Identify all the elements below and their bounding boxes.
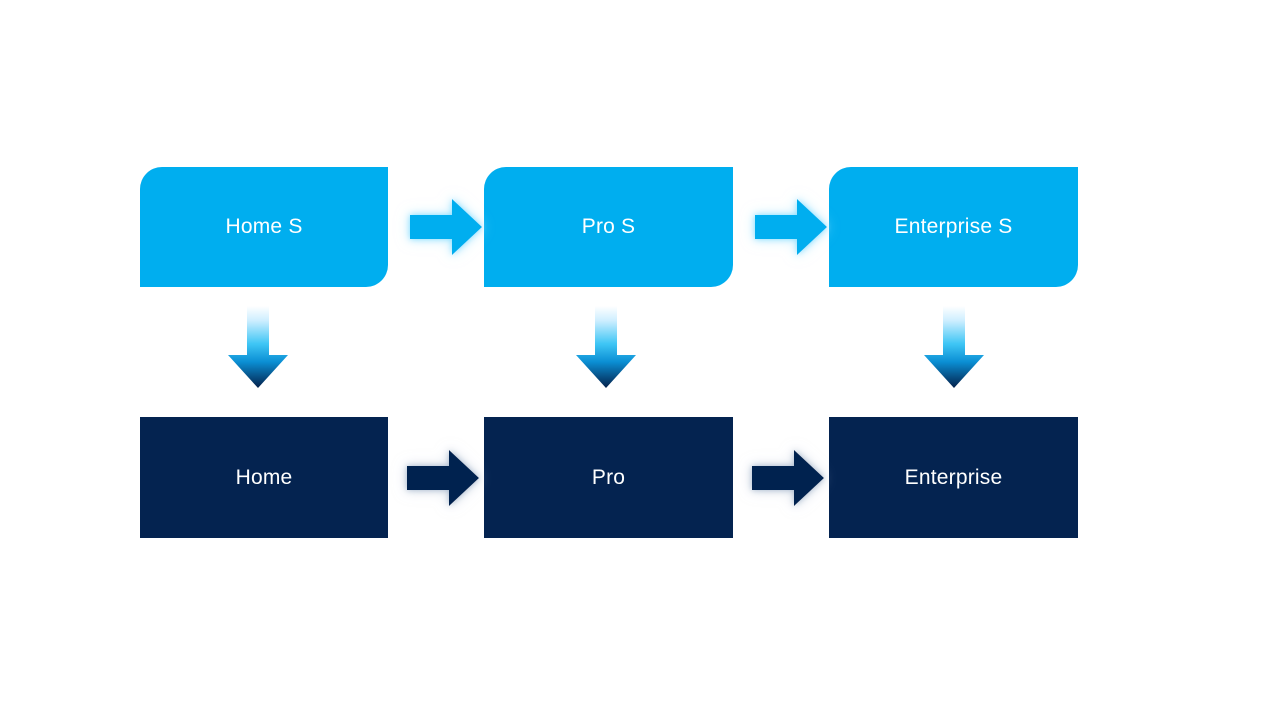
connector-home-s-to-pro-s (408, 197, 484, 257)
node-label: Home S (225, 215, 303, 239)
connector-pro-s-to-pro (573, 305, 639, 391)
node-label: Pro S (581, 215, 636, 239)
down-arrow-icon (228, 306, 288, 388)
node-label: Enterprise S (894, 215, 1013, 239)
node-pro-s[interactable]: Pro S (484, 167, 733, 287)
right-arrow-icon (755, 199, 827, 255)
node-label: Pro (591, 465, 626, 489)
right-arrow-icon (752, 450, 824, 506)
node-enterprise-s[interactable]: Enterprise S (829, 167, 1078, 287)
node-home-s[interactable]: Home S (140, 167, 388, 287)
connector-pro-to-enterprise (750, 448, 826, 508)
node-label: Home (235, 465, 293, 489)
right-arrow-icon (407, 450, 479, 506)
connector-pro-s-to-enterprise-s (753, 197, 829, 257)
node-enterprise[interactable]: Enterprise (829, 417, 1078, 538)
connector-enterprise-s-to-enterprise (921, 305, 987, 391)
node-home[interactable]: Home (140, 417, 388, 538)
node-label: Enterprise (904, 465, 1003, 489)
right-arrow-icon (410, 199, 482, 255)
connector-home-s-to-home (225, 305, 291, 391)
down-arrow-icon (924, 306, 984, 388)
down-arrow-icon (576, 306, 636, 388)
connector-home-to-pro (405, 448, 481, 508)
node-pro[interactable]: Pro (484, 417, 733, 538)
